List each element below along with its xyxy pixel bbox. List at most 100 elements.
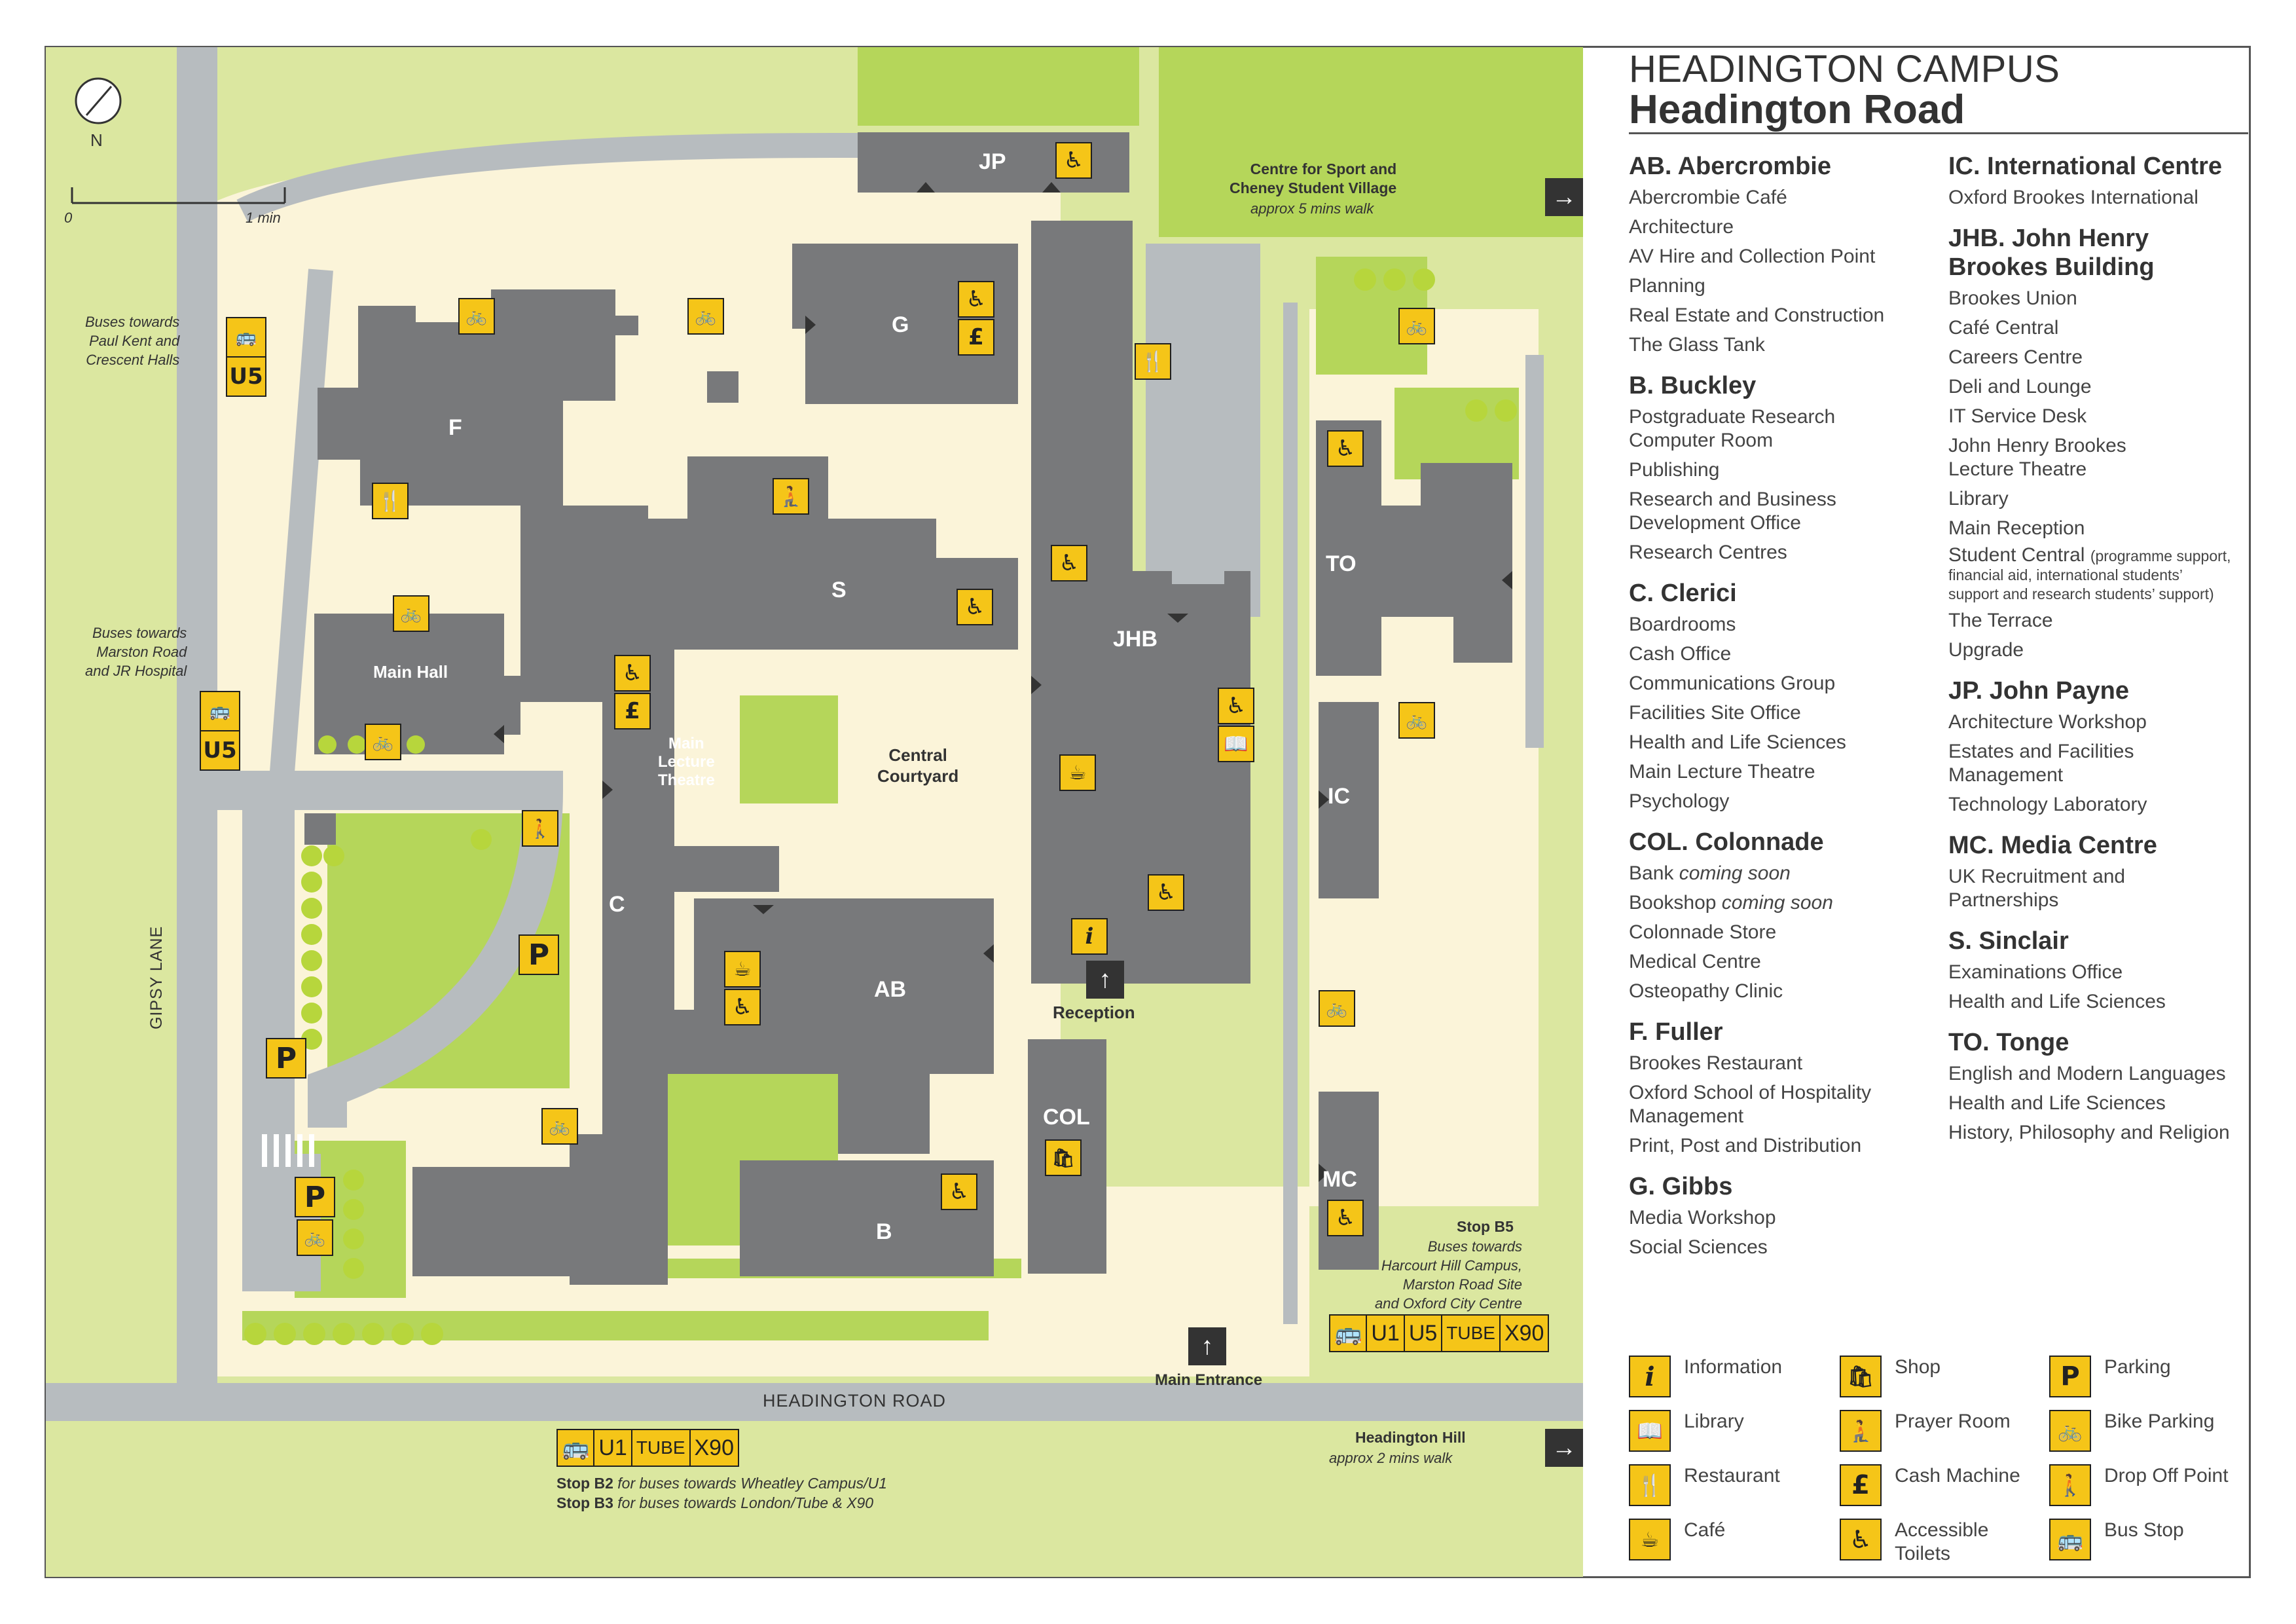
building-label-c[interactable]: C [609, 892, 625, 917]
legend-item: Bank coming soon [1629, 862, 1937, 885]
stop-b5-title: Stop B5 [1457, 1218, 1514, 1235]
hill-note-walk: approx 2 mins walk [1329, 1450, 1453, 1466]
accessible-toilets-icon[interactable]: ♿ [1051, 545, 1087, 581]
building-label-to[interactable]: TO [1326, 551, 1357, 576]
bike-parking-icon[interactable]: 🚲 [541, 1108, 578, 1145]
legend-item: Main Lecture Theatre [1629, 761, 1815, 783]
bus-stop-icon[interactable]: 🚌 [200, 691, 240, 731]
parking-icon[interactable]: P [266, 1038, 306, 1079]
building-label-jp[interactable]: JP [979, 149, 1006, 174]
accessible-toilets-icon[interactable]: ♿ [1218, 688, 1254, 724]
campus-subtitle: Headington Road [1629, 87, 1965, 132]
accessible-toilets-icon[interactable]: ♿ [724, 989, 761, 1025]
bike-parking-icon[interactable]: 🚲 [393, 595, 429, 632]
route-u5-badge[interactable]: U5 [226, 356, 266, 397]
entrance-markers [494, 182, 1512, 1182]
stop-b5-routes[interactable]: 🚌 U1 U5 TUBE X90 [1329, 1314, 1550, 1352]
restaurant-icon[interactable]: 🍴 [1135, 343, 1171, 380]
building-label-jhb[interactable]: JHB [1113, 627, 1158, 652]
building-label-ab[interactable]: AB [874, 977, 907, 1002]
bike-parking-icon[interactable]: 🚲 [1319, 990, 1355, 1027]
legend-item: The Terrace [1948, 610, 2053, 631]
building-label-b[interactable]: B [876, 1219, 892, 1244]
bike-parking-icon[interactable]: 🚲 [297, 1219, 333, 1256]
parking-icon[interactable]: P [295, 1177, 335, 1217]
bike-parking-icon[interactable]: 🚲 [458, 298, 495, 335]
library-icon[interactable]: 📖 [1218, 726, 1254, 762]
map-drawing [46, 47, 1583, 1577]
key-library: 📖 Library [1629, 1410, 1744, 1452]
sport-arrow-icon[interactable]: → [1545, 178, 1583, 216]
legend-panel: HEADINGTON CAMPUS Headington Road AB. Ab… [1583, 47, 2249, 1577]
legend-item: The Glass Tank [1629, 334, 1765, 356]
prayer-room-icon[interactable]: 🧎 [773, 478, 809, 515]
drop-off-point-icon[interactable]: 🚶 [522, 810, 558, 847]
accessible-toilets-icon[interactable]: ♿ [1327, 430, 1364, 467]
legend-item: Estates and Facilities Management [1948, 741, 2134, 786]
legend-item: Osteopathy Clinic [1629, 980, 1783, 1002]
key-label: Shop [1895, 1356, 1941, 1378]
building-label-main-lecture-theatre[interactable]: Main Lecture Theatre [658, 735, 715, 789]
title-divider [1629, 132, 2248, 134]
information-icon: i [1629, 1356, 1671, 1397]
stop-b5-text: Buses towards Harcourt Hill Campus, Mars… [1375, 1238, 1522, 1312]
accessible-toilets-icon[interactable]: ♿ [1327, 1200, 1364, 1236]
legend-item: Brookes Union [1948, 287, 2077, 309]
accessible-toilets-icon[interactable]: ♿ [957, 589, 993, 625]
shop-icon[interactable]: 🛍 [1045, 1139, 1082, 1176]
legend-item: Research and Business Development Office [1629, 489, 1836, 534]
building-f [318, 289, 638, 506]
gipsy-lane-label: GIPSY LANE [147, 925, 166, 1029]
campus-map[interactable]: N 0 1 min JP G F S JHB TO IC MC C AB B C… [46, 47, 1583, 1577]
cash-machine-icon[interactable]: £ [958, 319, 994, 356]
building-label-ic[interactable]: IC [1328, 784, 1350, 809]
route-badge: U1 [593, 1429, 632, 1467]
bike-parking-icon[interactable]: 🚲 [687, 298, 724, 335]
accessible-toilets-icon[interactable]: ♿ [1055, 142, 1092, 179]
route-u5-badge[interactable]: U5 [200, 730, 240, 771]
scale-start: 0 [64, 210, 73, 226]
cash-machine-icon[interactable]: £ [614, 693, 651, 729]
building-label-col[interactable]: COL [1043, 1105, 1090, 1130]
accessible-toilets-icon[interactable]: ♿ [941, 1173, 977, 1210]
bike-parking-icon[interactable]: 🚲 [365, 724, 401, 760]
key-label: Cash Machine [1895, 1465, 2020, 1486]
scale-end: 1 min [246, 210, 281, 226]
stop-b2-b3-routes[interactable]: 🚌 U1 TUBE X90 [556, 1429, 739, 1467]
legend-item: Cash Office [1629, 643, 1732, 665]
bike-parking-icon[interactable]: 🚲 [1398, 702, 1435, 739]
bus-stop-icon: 🚌 [1329, 1314, 1368, 1352]
parking-icon[interactable]: P [519, 934, 559, 975]
hill-note-title: Headington Hill [1355, 1429, 1466, 1446]
bus-note-marston: Buses towards Marston Road and JR Hospit… [85, 625, 187, 679]
key-restaurant: 🍴 Restaurant [1629, 1464, 1780, 1506]
cafe-icon[interactable]: ☕ [724, 951, 761, 987]
stop-b3-title: Stop B3 [556, 1494, 613, 1511]
key-label: Accessible Toilets [1895, 1519, 1989, 1564]
information-icon[interactable]: i [1071, 918, 1108, 955]
hill-arrow-icon[interactable]: → [1545, 1429, 1583, 1467]
building-label-main-hall[interactable]: Main Hall [373, 662, 448, 682]
legend-item: Deli and Lounge [1948, 376, 2092, 397]
cafe-icon[interactable]: ☕ [1059, 754, 1096, 791]
accessible-toilets-icon[interactable]: ♿ [958, 281, 994, 318]
restaurant-icon[interactable]: 🍴 [372, 483, 409, 519]
legend-heading: JP. John Payne [1948, 677, 2129, 705]
bike-parking-icon[interactable]: 🚲 [1398, 308, 1435, 344]
accessible-toilets-icon[interactable]: ♿ [1148, 874, 1184, 911]
building-label-s[interactable]: S [831, 578, 847, 602]
building-label-f[interactable]: F [448, 415, 462, 440]
buildings [304, 132, 1512, 1285]
accessible-toilets-icon[interactable]: ♿ [614, 655, 651, 692]
student-central-note: (programme support, financial aid, inter… [1948, 547, 2231, 602]
bus-stop-icon[interactable]: 🚌 [226, 317, 266, 358]
legend-heading: C. Clerici [1629, 580, 1737, 607]
building-label-mc[interactable]: MC [1322, 1167, 1357, 1192]
legend-item: Brookes Restaurant [1629, 1052, 1803, 1074]
cafe-icon: ☕ [1629, 1519, 1671, 1560]
building-c [520, 506, 779, 1285]
building-label-g[interactable]: G [892, 312, 909, 337]
legend-item: Student Central (programme support, fina… [1948, 545, 2256, 603]
accessible-toilets-icon: ♿ [1840, 1519, 1882, 1560]
stop-b2-title: Stop B2 [556, 1475, 613, 1492]
